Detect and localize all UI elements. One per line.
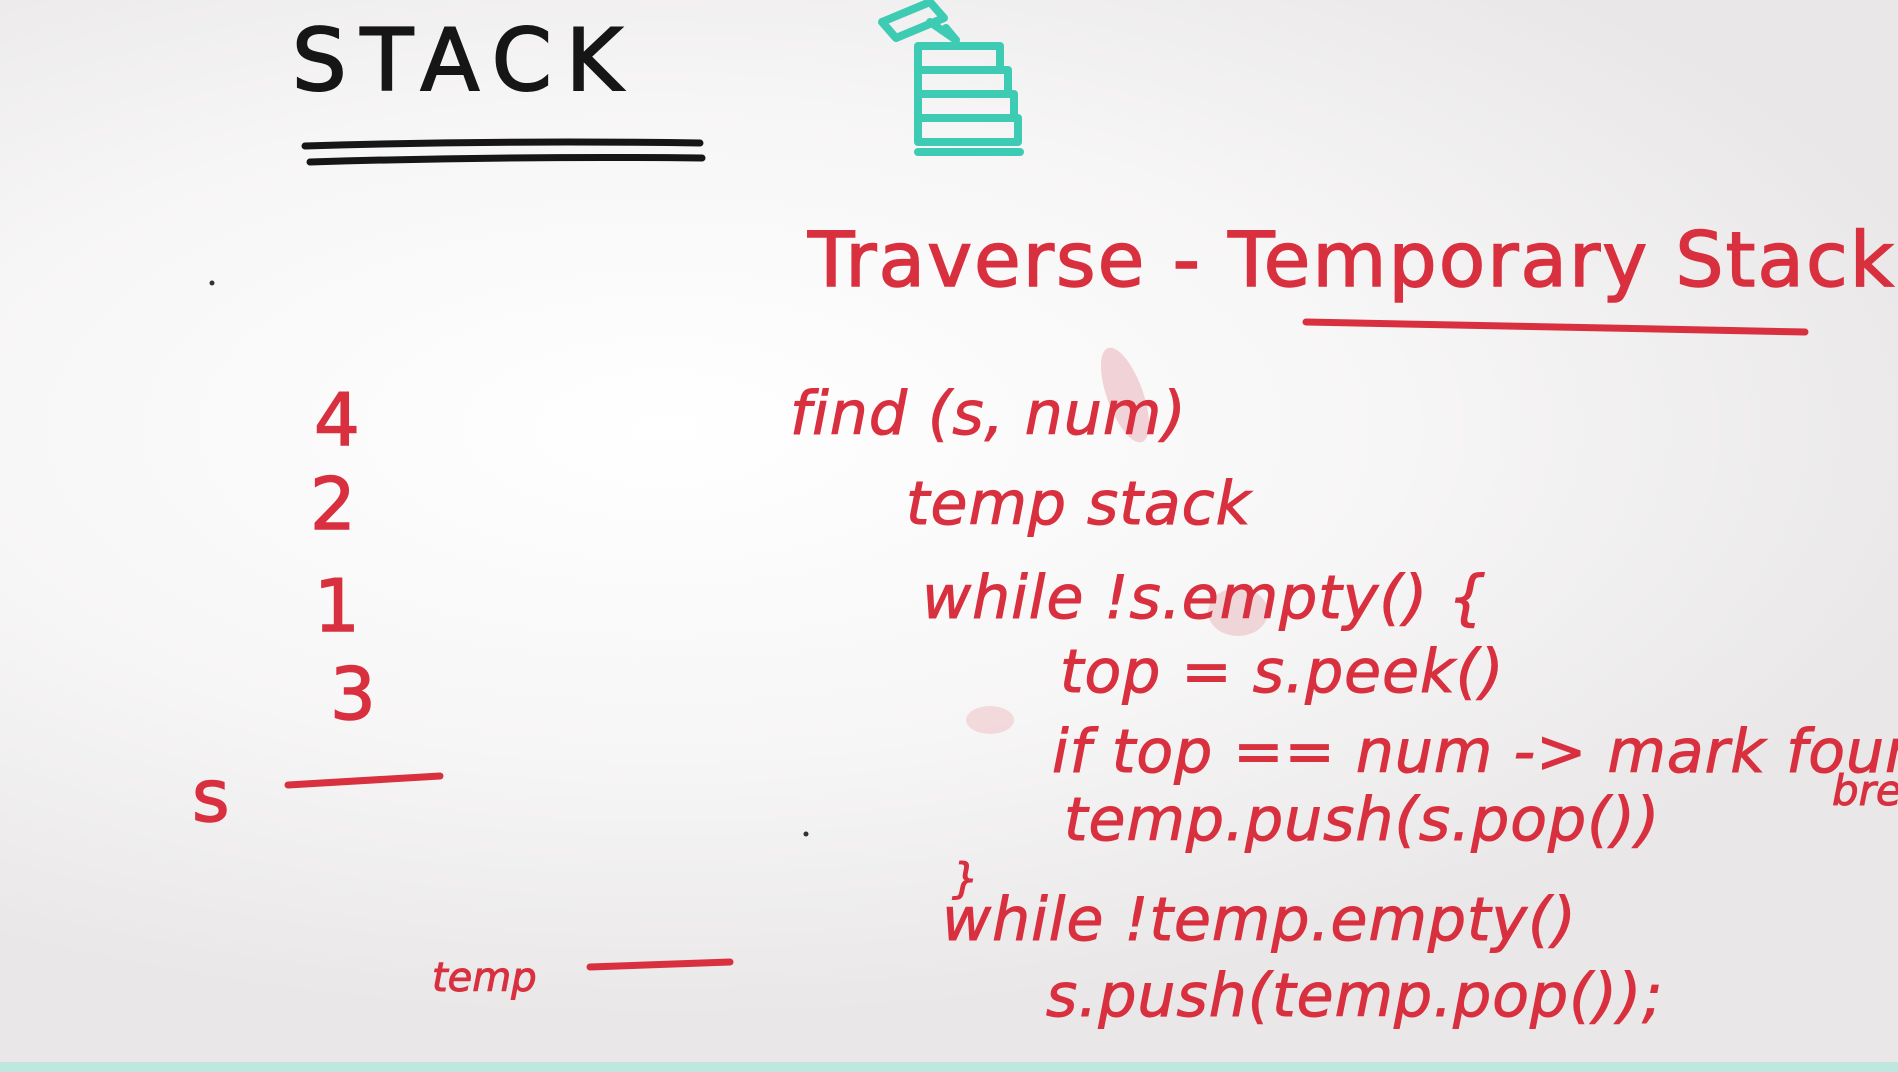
stack-temp-base — [586, 958, 734, 971]
code-line-temp-push: temp.push(s.pop()) — [1063, 785, 1661, 855]
stack-value-4: 4 — [313, 378, 360, 462]
title-underline — [301, 138, 704, 150]
title-underline-second — [306, 154, 706, 166]
code-line-temp-stack: temp stack — [905, 469, 1252, 539]
code-line-s-push: s.push(temp.pop()); — [1046, 961, 1664, 1031]
stack-s-base — [284, 772, 444, 789]
code-line-close-brace: } — [952, 854, 980, 903]
stack-of-plates-icon — [878, 0, 1024, 156]
subtitle: Traverse - Temporary Stack — [807, 215, 1896, 304]
board-bottom-edge — [0, 1062, 1898, 1072]
code-line-peek: top = s.peek() — [1060, 637, 1505, 707]
stack-value-3: 3 — [329, 652, 376, 736]
code-line-while-temp: while !temp.empty() — [942, 885, 1577, 955]
subtitle-underline — [1302, 318, 1809, 336]
stack-s-label: s — [191, 754, 230, 838]
stack-value-2: 2 — [309, 462, 356, 546]
smudge — [209, 280, 215, 286]
code-line-if-found: if top == num -> mark found; — [1051, 717, 1898, 787]
code-line-while-s: while !s.empty() { — [921, 563, 1488, 633]
code-line-find: find (s, num) — [790, 379, 1187, 449]
code-line-break: bre — [1832, 766, 1898, 815]
stack-value-1: 1 — [313, 564, 360, 648]
smudge — [966, 706, 1014, 734]
smudge — [803, 831, 809, 837]
page-title: STACK — [291, 11, 637, 111]
stack-temp-label: temp — [432, 955, 538, 1001]
